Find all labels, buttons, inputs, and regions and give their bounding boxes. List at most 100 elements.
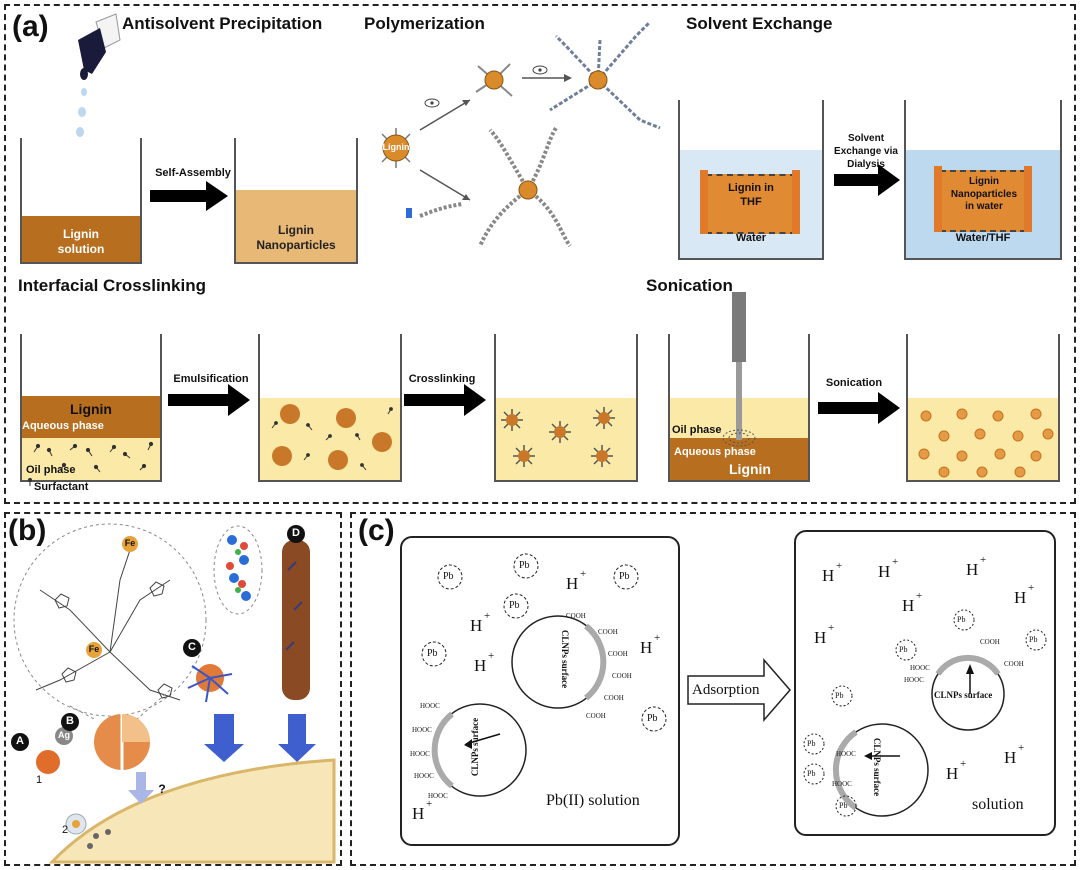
pb-ion: Pb (443, 571, 454, 582)
hydrogen-ion: H (474, 656, 487, 675)
cooh-group-right: COOH (1004, 660, 1024, 668)
hydrogen-ion: H (470, 616, 483, 635)
fe-label-top: Fe (124, 538, 136, 548)
crosslinking-label: Crosslinking (408, 373, 476, 385)
marker-b: B (66, 715, 74, 727)
panel-b-label: (b) (8, 514, 47, 547)
hydrogen-ion: H (946, 764, 959, 783)
pb-ion-adsorbed: Pb (899, 645, 908, 654)
solvent-exchange-arrow-label: Solvent Exchange via Dialysis (834, 133, 898, 170)
plus-sign: + (580, 568, 587, 580)
hydrogen-ion: H (640, 638, 653, 657)
marker-c: C (188, 641, 196, 653)
bag-clip-left (700, 170, 708, 234)
beaker-lignin-nanoparticles: Lignin Nanoparticles (234, 138, 358, 264)
adsorption-label: Adsorption (692, 682, 760, 698)
plus-sign: + (654, 632, 661, 644)
self-assembly-label: Self-Assembly (155, 167, 231, 179)
panel-a-label: (a) (12, 10, 49, 43)
hydrogen-ion: H (1004, 748, 1017, 767)
hooc-group: HOOC (410, 750, 430, 758)
pb-solution-caption: Pb(II) solution (546, 792, 640, 809)
lignin-in-thf-label: Lignin in THF (728, 182, 774, 208)
clnps-surface-label-2: CLNPs surface (470, 717, 481, 777)
hooc-group: HOOC (414, 772, 434, 780)
plus-sign: + (488, 650, 495, 662)
question-mark: ? (158, 782, 166, 796)
hydrogen-ion: H (1014, 588, 1027, 607)
plus-sign: + (1028, 582, 1035, 594)
sonication-aqueous-label: Aqueous phase (674, 446, 756, 458)
marker-a: A (16, 735, 24, 747)
cooh-group: COOH (566, 612, 586, 620)
sonication-title: Sonication (646, 276, 733, 295)
plus-sign: + (484, 610, 491, 622)
pb-ion: Pb (619, 571, 630, 582)
pb-ion: Pb (519, 560, 530, 571)
polymerization-lignin-label: Lignin (382, 142, 410, 152)
hydrogen-ion: H (566, 574, 579, 593)
plus-sign: + (980, 554, 987, 566)
surfactant-label: Surfactant (34, 481, 89, 493)
plus-sign: + (1018, 742, 1025, 754)
aqueous-phase-label: Aqueous phase (22, 420, 104, 432)
pb-ion-adsorbed: Pb (807, 769, 816, 778)
solvent-exchange-title: Solvent Exchange (686, 14, 833, 33)
plus-sign: + (960, 758, 967, 770)
bag2-clip-left (934, 166, 942, 232)
hydrogen-ion: H (878, 562, 891, 581)
fe-label-center: Fe (88, 644, 100, 654)
hydrogen-ion: H (902, 596, 915, 615)
ag-label: Ag (58, 730, 70, 740)
pb-ion-adsorbed: Pb (807, 739, 816, 748)
panel-a (4, 4, 1076, 504)
hooc-group-right: HOOC (904, 676, 924, 684)
hooc-group-right: HOOC (836, 750, 856, 758)
dialysis-bag-water (940, 170, 1026, 232)
number-1: 1 (35, 774, 43, 786)
plus-sign: + (426, 798, 433, 810)
water-thf-label: Water/THF (955, 232, 1011, 245)
water-label: Water (735, 232, 767, 245)
panel-c-label: (c) (358, 514, 395, 547)
sonication-oil-label: Oil phase (672, 424, 722, 436)
pb-ion-adsorbed: Pb (835, 691, 844, 700)
solution-caption: solution (972, 796, 1024, 813)
cooh-group: COOH (598, 628, 618, 636)
interfacial-title: Interfacial Crosslinking (18, 276, 206, 295)
sonication-arrow-label: Sonication (825, 377, 883, 389)
cooh-group: COOH (604, 694, 624, 702)
panel-c (350, 512, 1076, 866)
pb-ion: Pb (509, 600, 520, 611)
clnps-surface-label-right-2: CLNPs surface (872, 737, 883, 797)
lignin-solution-label: Lignin solution (57, 226, 105, 257)
cooh-group: COOH (586, 712, 606, 720)
emulsification-label: Emulsification (173, 373, 249, 385)
number-2: 2 (61, 824, 69, 836)
pb-ion-adsorbed: Pb (1029, 635, 1038, 644)
plus-sign: + (916, 590, 923, 602)
marker-d: D (292, 527, 300, 539)
hydrogen-ion: H (814, 628, 827, 647)
hooc-group: HOOC (420, 702, 440, 710)
clnps-surface-label: CLNPs surface (560, 629, 571, 689)
hooc-group-right: HOOC (910, 664, 930, 672)
beaker-lignin-solution: Lignin solution (20, 138, 142, 264)
hooc-group-right: HOOC (832, 780, 852, 788)
hydrogen-ion: H (966, 560, 979, 579)
lignin-nanoparticles-water-label: Lignin Nanoparticles in water (950, 176, 1018, 212)
beaker-two-phase (20, 334, 162, 482)
plus-sign: + (892, 556, 899, 568)
